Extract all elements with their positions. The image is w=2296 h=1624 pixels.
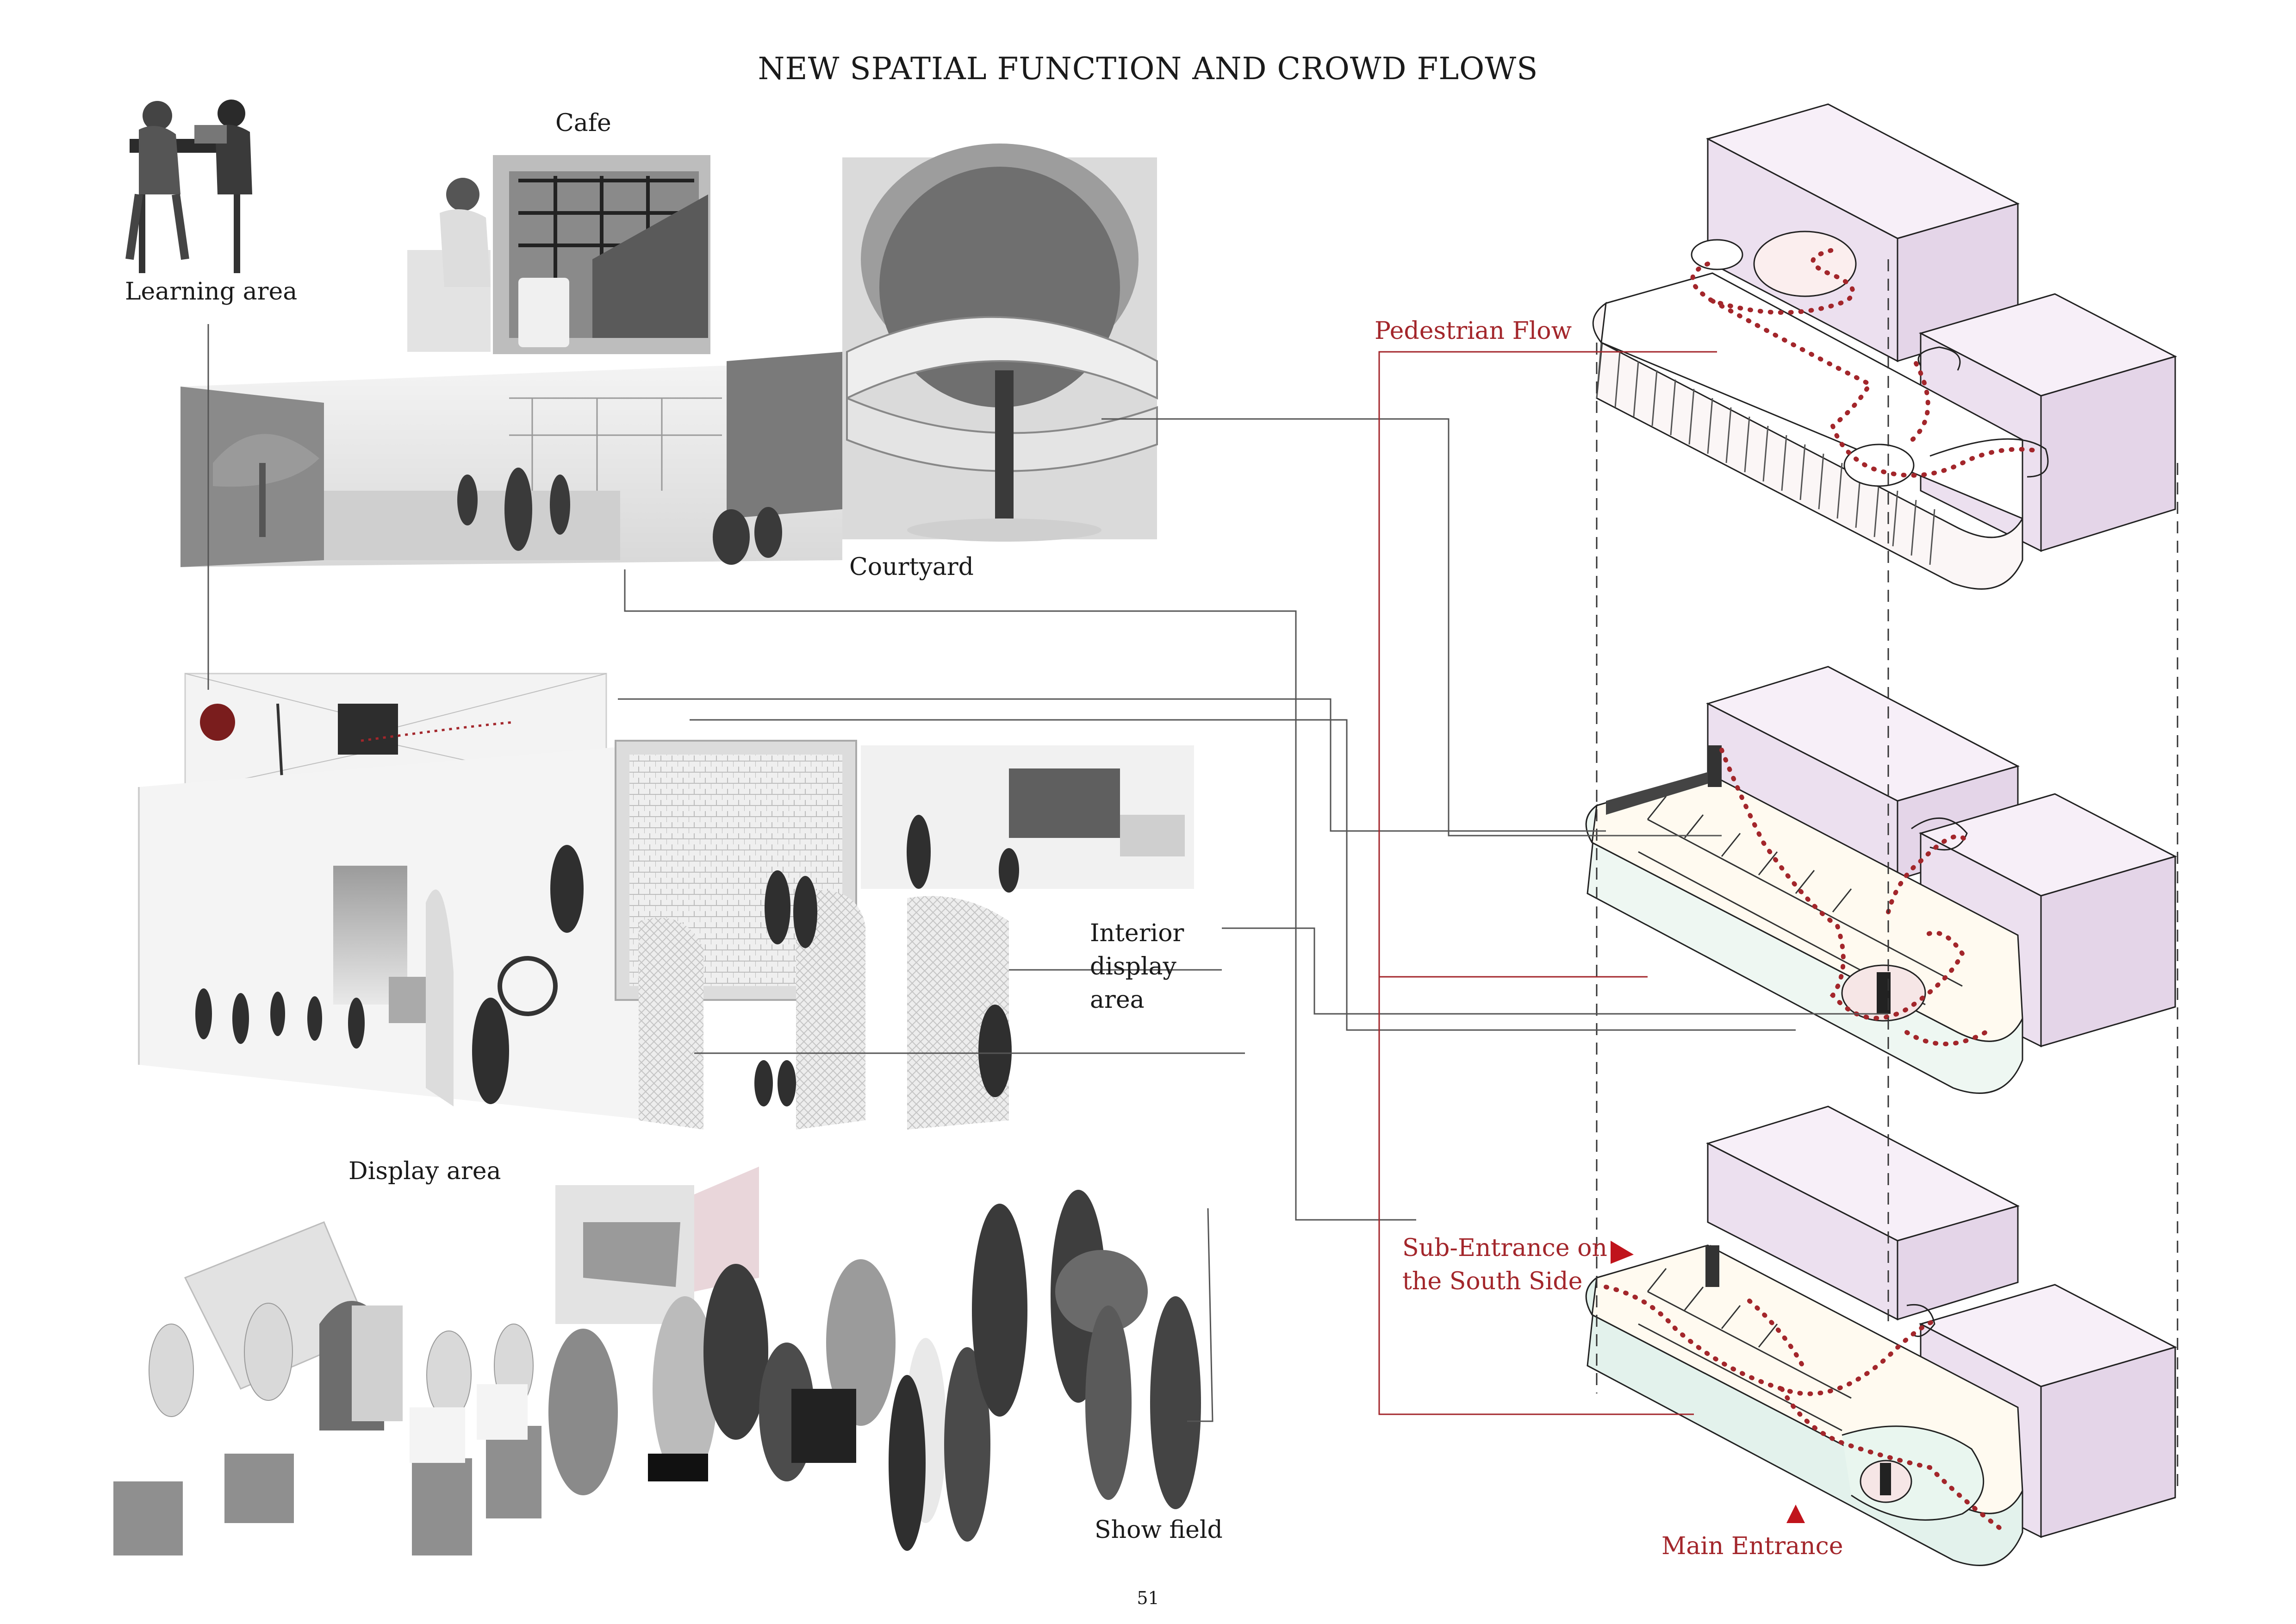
interior-display-line-2: display [1090, 953, 1176, 981]
show-field-collage [113, 1167, 1201, 1555]
pedestrian-flow-label: Pedestrian Flow [1375, 317, 1572, 345]
sub-entrance-label: Sub-Entrance on the South Side [1402, 1231, 1607, 1298]
cafe-collage [407, 155, 710, 354]
page-title: NEW SPATIAL FUNCTION AND CROWD FLOWS [758, 51, 1538, 87]
display-area-collage [138, 673, 1194, 1130]
interior-display-line-3: area [1090, 986, 1145, 1014]
courtyard-label: Courtyard [849, 553, 974, 581]
display-area-label: Display area [348, 1157, 501, 1185]
page-number: 51 [1137, 1588, 1159, 1608]
axonometric-middle-level [1585, 666, 2178, 1094]
sub-entrance-line-1: Sub-Entrance on [1402, 1234, 1607, 1262]
interior-display-line-1: Interior [1090, 919, 1184, 947]
learning-area-figures [125, 100, 252, 273]
learning-area-label: Learning area [125, 278, 298, 306]
red-connector-lines [1378, 351, 1717, 1415]
cafe-label: Cafe [555, 109, 611, 137]
sub-entrance-marker [1611, 1241, 1634, 1264]
sub-entrance-line-2: the South Side [1402, 1268, 1583, 1295]
interior-display-area-label: Interior display area [1090, 917, 1184, 1017]
main-entrance-label: Main Entrance [1661, 1532, 1843, 1560]
axonometric-top-level [1592, 103, 2178, 590]
axonometric-ground-level [1585, 1106, 2178, 1566]
projection-guides [1596, 259, 2178, 1486]
courtyard-panorama [180, 144, 1158, 567]
leader-lines [207, 324, 1888, 1422]
main-entrance-marker [1786, 1505, 1805, 1523]
show-field-label: Show field [1095, 1516, 1223, 1544]
